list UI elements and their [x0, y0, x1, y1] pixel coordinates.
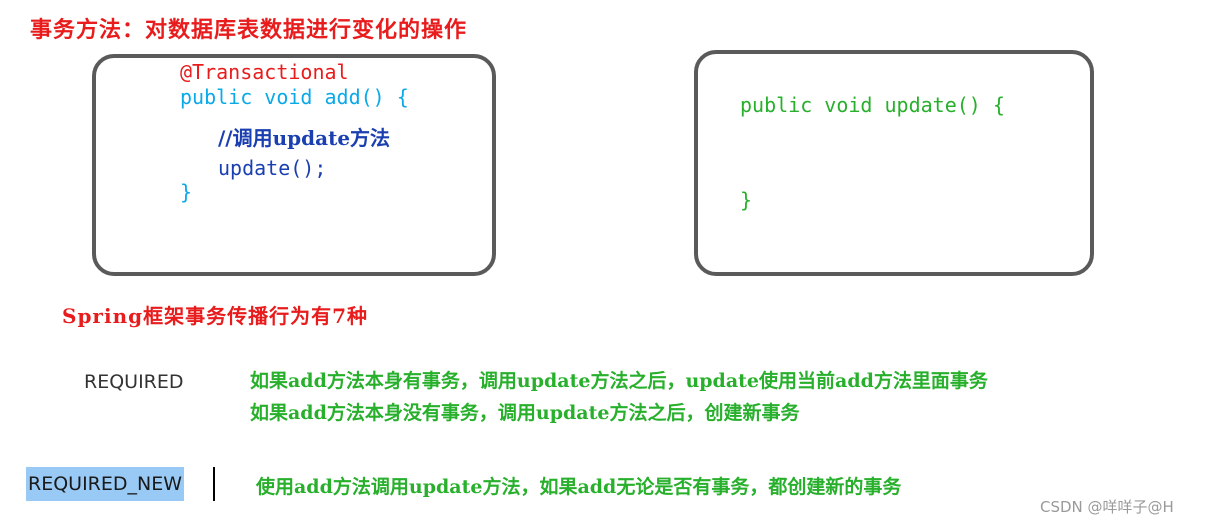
text-cursor	[213, 467, 215, 501]
update-call-statement: update();	[218, 156, 327, 180]
required-label: REQUIRED	[84, 371, 184, 393]
required-description-line-2: 如果add方法本身没有事务，调用update方法之后，创建新事务	[250, 402, 800, 424]
required-new-description: 使用add方法调用update方法，如果add无论是否有事务，都创建新的事务	[256, 476, 902, 498]
required-description-line-1: 如果add方法本身有事务，调用update方法之后，update使用当前add方…	[250, 370, 988, 392]
propagation-subtitle: Spring框架事务传播行为有7种	[62, 304, 369, 328]
add-method-box	[92, 54, 496, 276]
add-method-closing-brace: }	[180, 180, 193, 204]
required-new-label[interactable]: REQUIRED_NEW	[26, 467, 185, 501]
update-method-closing-brace: }	[740, 188, 753, 212]
csdn-watermark: CSDN @咩咩子@H	[1040, 498, 1174, 516]
transactional-annotation: @Transactional	[180, 60, 349, 84]
update-method-box	[694, 50, 1094, 276]
page-title: 事务方法：对数据库表数据进行变化的操作	[30, 17, 468, 43]
update-call-comment: //调用update方法	[218, 126, 391, 150]
update-method-signature: public void update() {	[740, 93, 1005, 117]
add-method-signature: public void add() {	[180, 85, 409, 109]
